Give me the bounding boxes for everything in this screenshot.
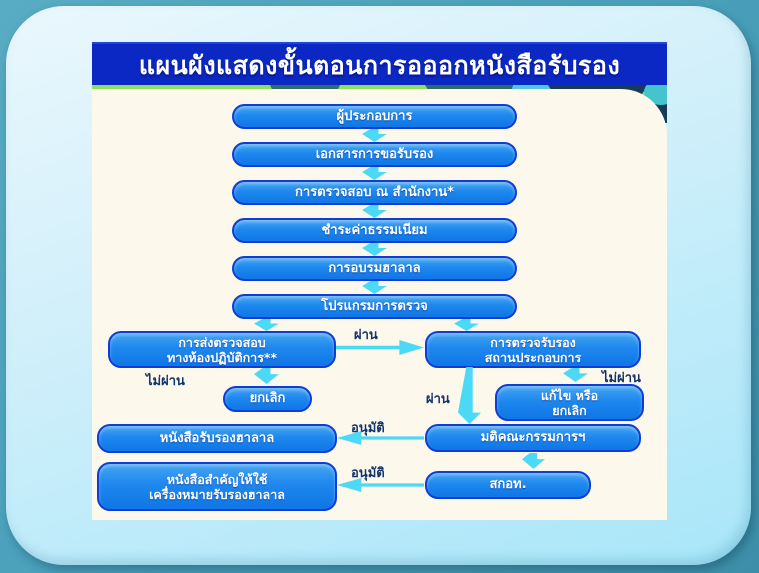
label-approve-2: อนุมัติ [351,466,385,481]
lab-testing-line1: การส่งตรวจสอบ [178,334,266,350]
fix-or-cancel-line2: ยกเลิก [552,402,587,418]
flow-box-cancel: ยกเลิก [223,386,312,412]
mark-certificate-line1: หนังสือสำคัญให้ใช้ [166,471,268,487]
flow-box-committee-resolution: มติคณะกรรมการฯ [425,424,641,452]
premises-inspection-line1: การตรวจรับรอง [490,334,576,350]
label-pass-2: ผ่าน [426,392,450,407]
mark-certificate-line2: เครื่องหมายรับรองฮาลาล [149,486,285,502]
flow-box-mark-certificate: หนังสือสำคัญให้ใช้ เครื่องหมายรับรองฮาลา… [97,462,337,511]
flow-step-office-inspection: การตรวจสอบ ณ สำนักงาน* [232,180,517,205]
flow-step-fee-payment: ชำระค่าธรรมเนียม [232,218,517,243]
fix-or-cancel-line1: แก้ไข หรือ [540,387,599,403]
lab-testing-line2: ทางห้องปฏิบัติการ** [167,349,277,365]
flow-step-halal-training: การอบรมฮาลาล [232,256,517,281]
flow-box-halal-certificate: หนังสือรับรองฮาลาล [97,424,337,453]
premises-inspection-line2: สถานประกอบการ [484,349,582,365]
flow-box-premises-inspection: การตรวจรับรอง สถานประกอบการ [425,331,641,368]
label-fail-1: ไม่ผ่าน [146,374,185,389]
flow-step-operator: ผู้ประกอบการ [232,104,517,129]
flow-box-skot: สกอท. [425,471,591,499]
slide-title: แผนผังแสดงขั้นตอนการอออกหนังสือรับรอง [138,50,621,80]
label-pass-1: ผ่าน [354,328,378,343]
flow-box-lab-testing: การส่งตรวจสอบ ทางห้องปฏิบัติการ** [108,331,336,368]
title-bar: แผนผังแสดงขั้นตอนการอออกหนังสือรับรอง [92,42,667,87]
flow-box-fix-or-cancel: แก้ไข หรือ ยกเลิก [495,384,644,421]
label-fail-2: ไม่ผ่าน [602,371,641,386]
flow-step-inspection-program: โปรแกรมการตรวจ [232,294,517,319]
flow-step-documents: เอกสารการขอรับรอง [232,142,517,167]
